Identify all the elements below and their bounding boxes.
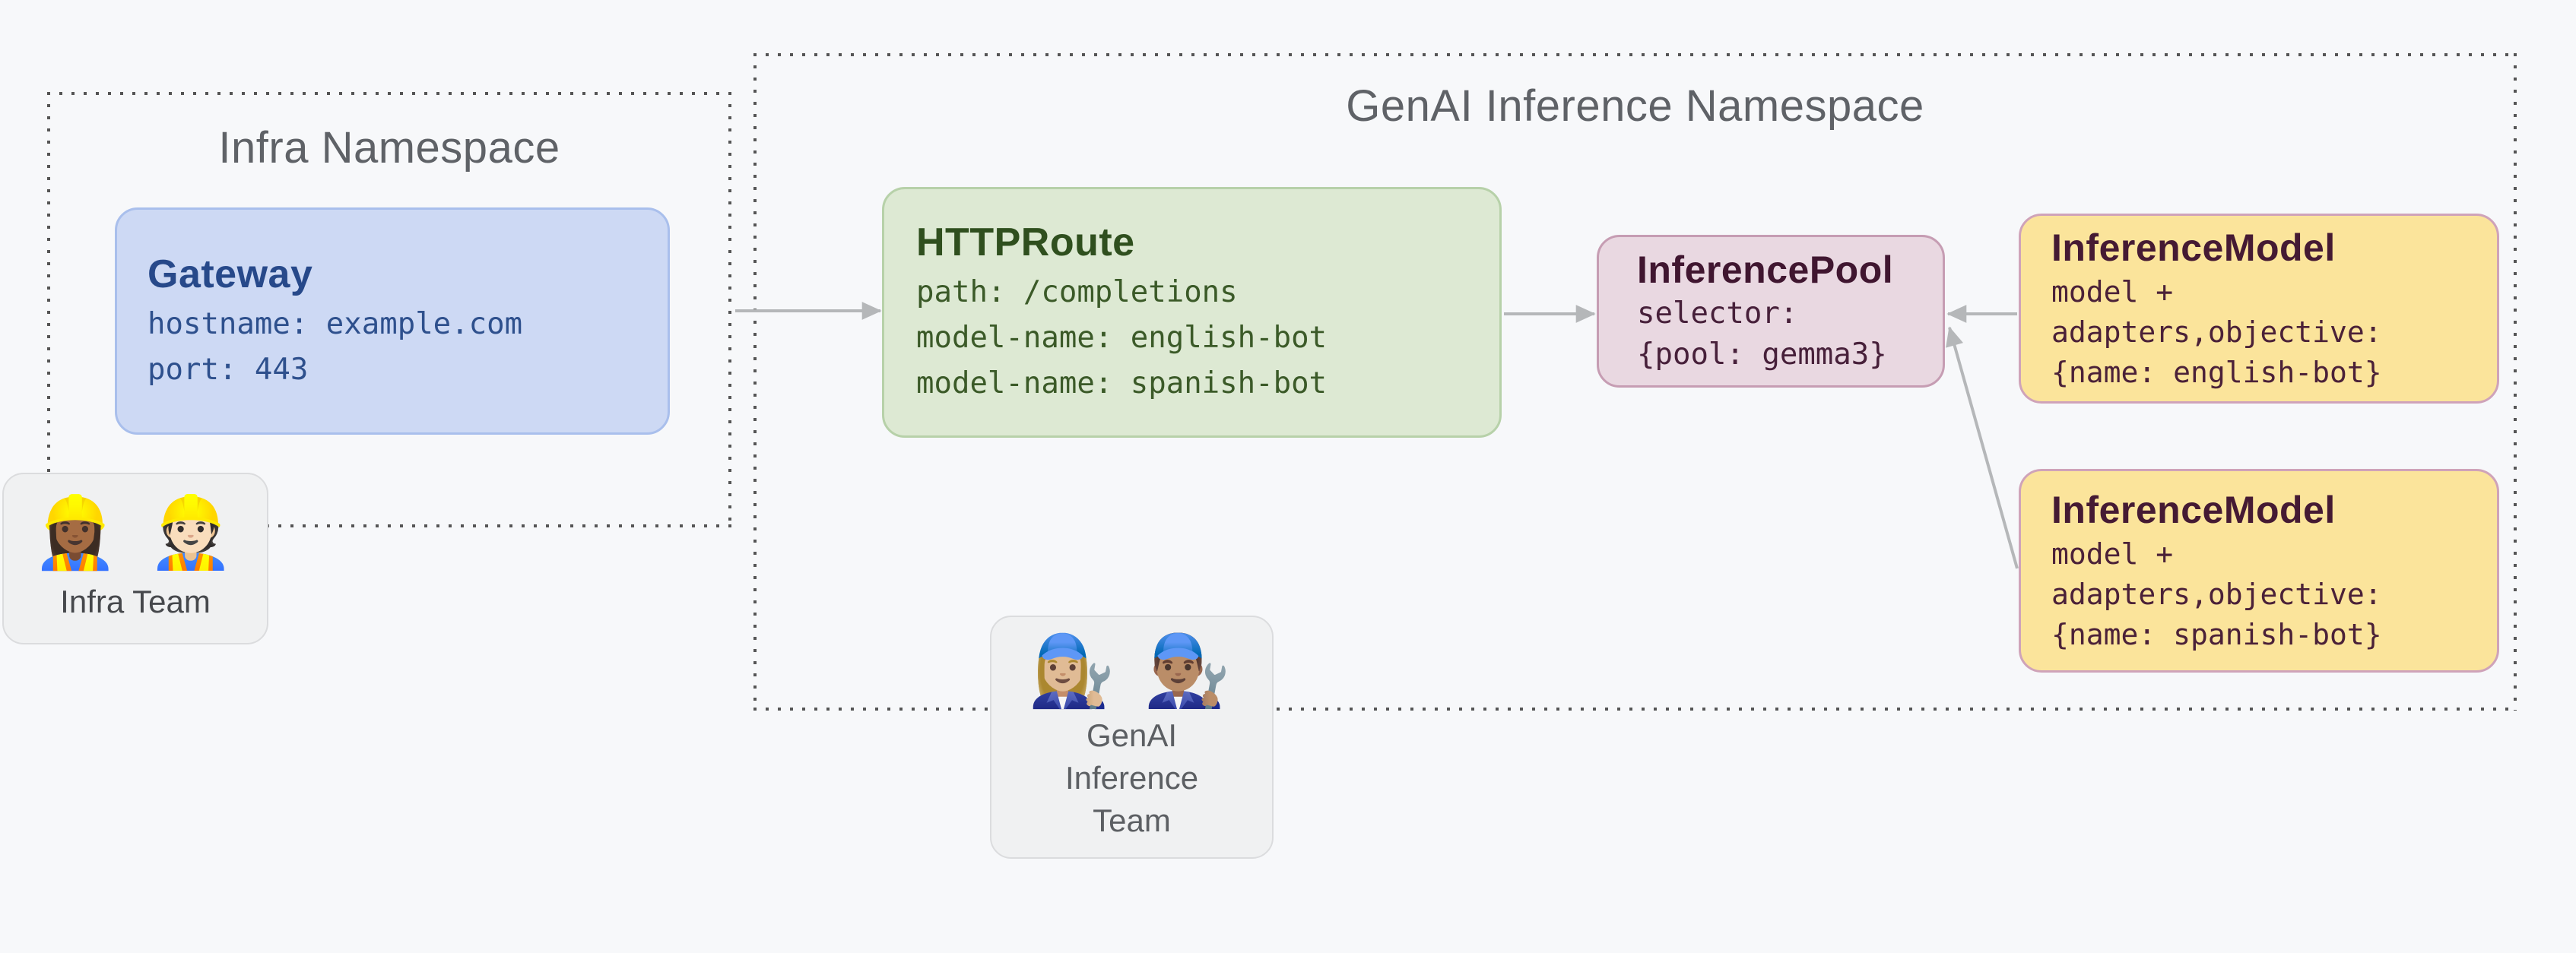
infra-namespace-border-bottom: [47, 524, 731, 527]
inferencemodel-spanish-node: InferenceModel model + adapters,objectiv…: [2019, 469, 2499, 673]
inferencemodel-english-title: InferenceModel: [2051, 226, 2336, 269]
httproute-title: HTTPRoute: [916, 220, 1135, 264]
genai-namespace-box: GenAI Inference Namespace: [753, 53, 2517, 711]
httproute-model-english-line: model-name: english-bot: [916, 321, 1328, 355]
httproute-path-line: path: /completions: [916, 275, 1238, 309]
inferencemodel-english-adapters-line: adapters,objective:: [2051, 315, 2382, 349]
inferencemodel-spanish-model-line: model +: [2051, 537, 2174, 571]
inferencepool-pool-line: {pool: gemma3}: [1637, 337, 1887, 372]
genai-namespace-border-right: [2514, 53, 2517, 711]
infra-team-card: 👷🏾‍♀️ 👷🏻 Infra Team: [2, 473, 268, 644]
inferencemodel-english-name-line: {name: english-bot}: [2051, 355, 2382, 389]
httproute-node: HTTPRoute path: /completions model-name:…: [882, 187, 1502, 438]
infra-namespace-border-top: [47, 92, 731, 95]
gateway-hostname-line: hostname: example.com: [148, 306, 523, 341]
gateway-title: Gateway: [148, 252, 313, 296]
mechanics-emoji-icon: 👩🏼‍🔧 👨🏽‍🔧: [1028, 632, 1236, 711]
genai-team-card: 👩🏼‍🔧 👨🏽‍🔧 GenAI Inference Team: [990, 616, 1274, 859]
construction-workers-emoji-icon: 👷🏾‍♀️ 👷🏻: [31, 494, 240, 572]
inferencemodel-spanish-adapters-line: adapters,objective:: [2051, 577, 2382, 611]
inferencepool-selector-line: selector:: [1637, 296, 1798, 331]
genai-namespace-border-top: [753, 53, 2517, 56]
inferencemodel-english-model-line: model +: [2051, 274, 2174, 309]
gateway-node: Gateway hostname: example.com port: 443: [115, 207, 670, 435]
genai-namespace-title: GenAI Inference Namespace: [1346, 81, 1924, 131]
genai-team-label: GenAI Inference Team: [1064, 717, 1199, 838]
genai-namespace-border-bottom: [753, 708, 2517, 711]
httproute-model-spanish-line: model-name: spanish-bot: [916, 366, 1328, 401]
inferencemodel-english-node: InferenceModel model + adapters,objectiv…: [2019, 214, 2499, 404]
infra-namespace-title: Infra Namespace: [218, 123, 560, 173]
infra-team-label: Infra Team: [60, 583, 211, 619]
genai-namespace-border-left: [753, 53, 757, 711]
infra-namespace-border-right: [728, 92, 731, 527]
gateway-port-line: port: 443: [148, 352, 309, 387]
inferencepool-title: InferencePool: [1637, 248, 1894, 291]
arrow-inferencemodel-spanish-to-inferencepool: [1946, 326, 2019, 569]
inferencepool-node: InferencePool selector: {pool: gemma3}: [1597, 235, 1945, 388]
infra-namespace-box: Infra Namespace: [47, 92, 731, 527]
infra-namespace-border-left: [47, 92, 50, 527]
inferencemodel-spanish-title: InferenceModel: [2051, 488, 2336, 531]
inferencemodel-spanish-name-line: {name: spanish-bot}: [2051, 617, 2382, 651]
